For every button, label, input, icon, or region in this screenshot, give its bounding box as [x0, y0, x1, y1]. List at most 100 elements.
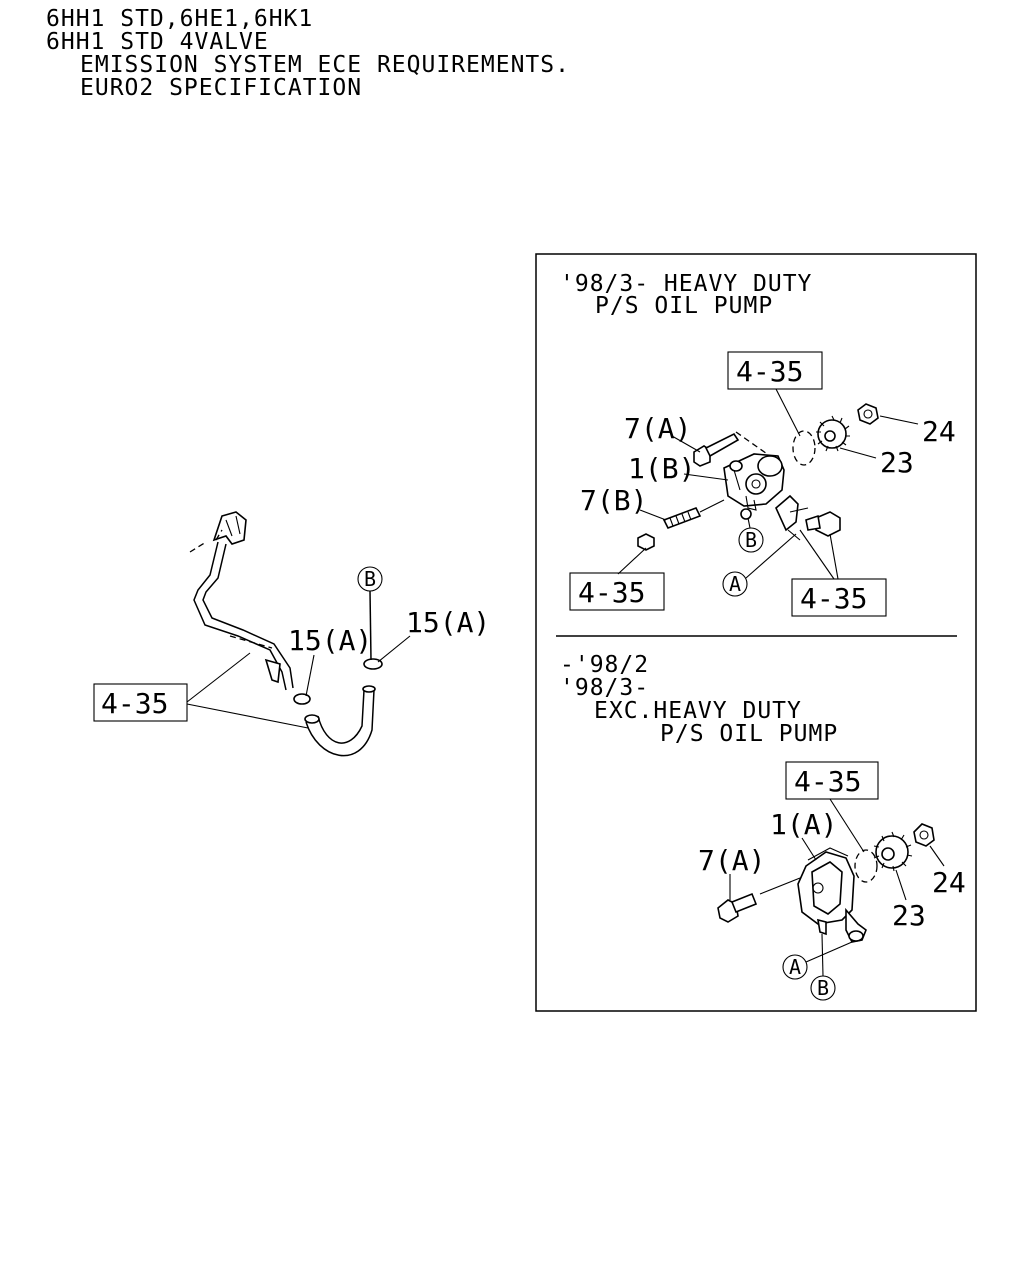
leader-4-35-br-2: [829, 533, 839, 580]
standard-title-1: -'98/2: [560, 652, 649, 678]
circle-ref-a-top-label: A: [729, 572, 741, 596]
ref-label-4-35-top: 4-35: [736, 355, 803, 388]
bolt-shank: [704, 432, 740, 458]
callout-1a: 1(A): [770, 808, 837, 841]
callout-7a-top: 7(A): [624, 412, 691, 445]
hose-clamp-right: [363, 658, 383, 670]
ref-box-4-35-left: [93, 683, 188, 722]
ref-label-4-35-left: 4-35: [101, 687, 168, 720]
leader-7a-top: [671, 435, 701, 453]
stud-7b: [662, 506, 702, 530]
leader-to-hose: [186, 703, 309, 729]
pump-top-edge: [807, 847, 849, 861]
circle-ref-a-standard-label: A: [789, 955, 801, 979]
leader-15a-right: [377, 635, 411, 663]
leader-nut-4-35: [617, 547, 647, 575]
callout-7a-standard: 7(A): [698, 844, 765, 877]
callout-15a-right: 15(A): [406, 606, 490, 639]
detail-frame: [535, 253, 977, 1012]
stud-threads: [669, 511, 692, 527]
header-line-4: EURO2 SPECIFICATION: [80, 75, 362, 101]
oil-pump-heavy-duty: [723, 453, 785, 520]
circle-ref-b-top-label: B: [745, 528, 757, 552]
standard-title-4: P/S OIL PUMP: [660, 721, 838, 747]
standard-title-2: '98/3-: [560, 675, 649, 701]
pump-details: [733, 469, 757, 511]
o-ring-standard: [854, 849, 878, 883]
callout-24-top: 24: [922, 415, 956, 448]
bolt-7a-top: [693, 432, 740, 467]
banjo-fitting: [775, 494, 799, 532]
ref-box-4-35-bottom-right: [791, 578, 887, 617]
leader-b-standard: [821, 933, 824, 977]
drive-gear-standard: [873, 831, 913, 872]
standard-view: -'98/2 '98/3- EXC.HEAVY DUTY P/S OIL PUM…: [560, 652, 966, 1001]
header-line-1: 6HH1 STD,6HE1,6HK1: [46, 6, 313, 32]
oil-pump-standard: [797, 847, 867, 943]
header-line-2: 6HH1 STD 4VALVE: [46, 29, 269, 55]
banjo-bolt-shank: [805, 514, 821, 531]
circle-ref-a-standard: [782, 954, 808, 980]
pump-port: [745, 473, 767, 495]
circle-ref-b-top: [738, 527, 764, 553]
callout-24-standard: 24: [932, 866, 966, 899]
hose-end-left: [304, 714, 320, 724]
leader-b-top: [747, 517, 751, 529]
pump-boss: [729, 460, 743, 472]
pump-cover-standard: [811, 861, 843, 915]
bolt-axis-dashed: [735, 431, 771, 457]
circle-ref-b-left-label: B: [364, 567, 376, 591]
pump-inlet: [817, 918, 827, 936]
gear-hub-standard: [881, 847, 895, 861]
header-line-3: EMISSION SYSTEM ECE REQUIREMENTS.: [80, 52, 570, 78]
leader-4-35-standard: [829, 798, 865, 853]
callout-23-top: 23: [880, 446, 914, 479]
hose-end-right: [362, 685, 376, 693]
nut-hole-standard: [919, 830, 929, 840]
leader-4-35-top: [775, 388, 801, 437]
nut-standard: [913, 823, 935, 847]
leader-23-top: [839, 447, 877, 459]
hose-clamp-left: [293, 693, 311, 705]
rubber-hose-inner: [317, 689, 365, 744]
leader-4-35-br-1: [799, 529, 835, 580]
o-ring: [792, 430, 816, 466]
nut: [857, 403, 879, 425]
leader-1a: [801, 837, 817, 861]
banjo-pipe: [787, 507, 809, 541]
ref-label-4-35-bottom-left: 4-35: [578, 576, 645, 609]
banjo-bolt-head: [815, 511, 841, 537]
gear-teeth-standard: [873, 831, 913, 872]
heavy-duty-view: '98/3- HEAVY DUTY P/S OIL PUMP 4-35 24 2…: [560, 271, 956, 617]
pump-flange: [757, 455, 783, 477]
leader-a-top: [745, 533, 797, 579]
ref-box-4-35-standard: [785, 761, 879, 800]
rubber-hose-outer: [305, 689, 375, 757]
stud-nut: [637, 533, 655, 551]
drive-gear: [816, 415, 850, 452]
leader-b-left: [369, 590, 372, 661]
ref-box-4-35-top: [727, 351, 823, 390]
pump-port-inner: [751, 479, 761, 489]
pipe-hidden-line: [189, 529, 223, 553]
nut-hole: [863, 409, 873, 419]
stud-leader: [699, 499, 725, 513]
leader-a-standard: [805, 941, 853, 963]
bolt-axis-standard: [759, 877, 801, 895]
ref-label-4-35-bottom-right: 4-35: [800, 582, 867, 615]
pipe-bracket: [212, 511, 247, 545]
pipe-clip: [264, 658, 281, 684]
circle-ref-b-standard-label: B: [817, 976, 829, 1000]
callout-1b: 1(B): [628, 452, 695, 485]
leader-15a-left: [305, 654, 315, 697]
standard-title-3: EXC.HEAVY DUTY: [594, 698, 802, 724]
leader-24-top: [879, 415, 919, 425]
callout-7b: 7(B): [580, 484, 647, 517]
callout-23-standard: 23: [892, 899, 926, 932]
header: 6HH1 STD,6HE1,6HK1 6HH1 STD 4VALVE EMISS…: [46, 6, 570, 101]
circle-ref-a-top: [722, 571, 748, 597]
ref-label-4-35-standard: 4-35: [794, 765, 861, 798]
leader-23-standard: [895, 869, 907, 901]
leader-to-pipe: [186, 652, 251, 703]
